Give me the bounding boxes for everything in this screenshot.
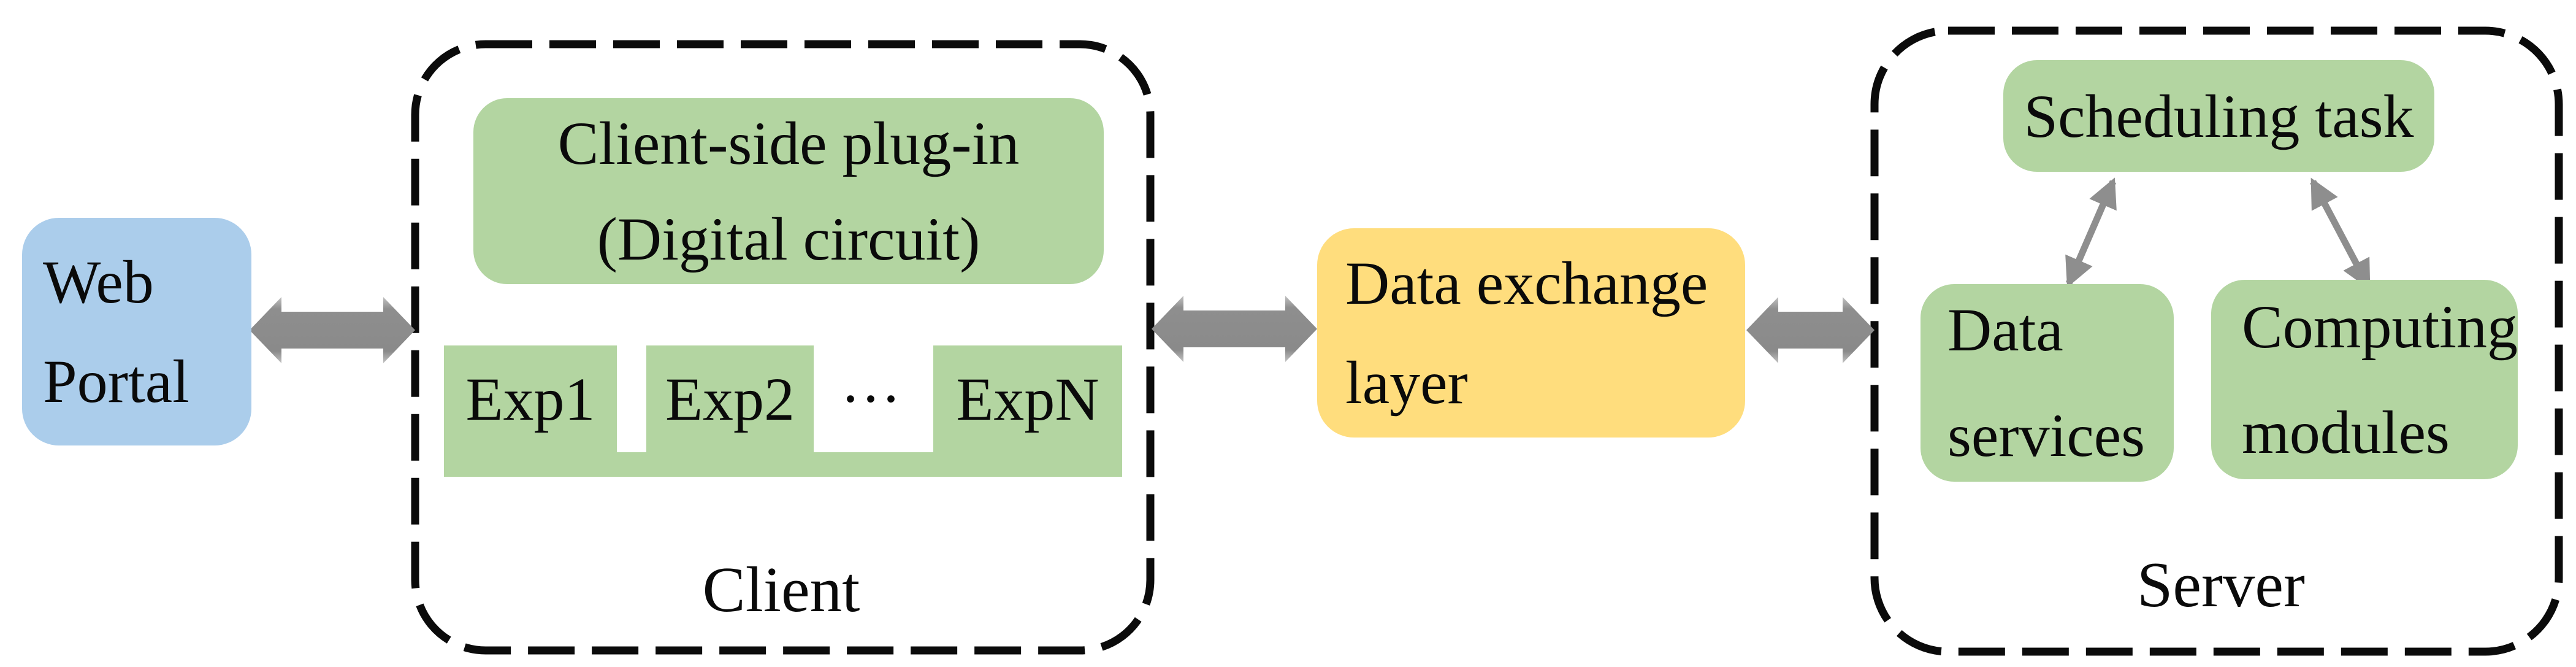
- scheduling-task-label: Scheduling task: [2024, 82, 2414, 150]
- client-plugin-box: Client-side plug-in (Digital circuit): [473, 98, 1104, 284]
- experiments-bar: [444, 452, 1122, 477]
- data-exchange-line2: layer: [1345, 348, 1468, 417]
- client-group-label: Client: [702, 553, 860, 625]
- data-exchange-box: Data exchange layer: [1317, 228, 1745, 438]
- web-portal-line2: Portal: [43, 347, 189, 415]
- expn-box: ExpN: [933, 345, 1122, 452]
- arrow-client-dataexchange: [1152, 296, 1317, 362]
- scheduling-task-box: Scheduling task: [2003, 60, 2434, 172]
- arrow-scheduling-computing: [2310, 177, 2371, 290]
- web-portal-box: Web Portal: [22, 218, 251, 445]
- client-group-border: [411, 40, 1155, 655]
- exp1-label: Exp1: [465, 364, 595, 433]
- arrow-webportal-client: [250, 297, 415, 363]
- exp2-label: Exp2: [665, 364, 795, 433]
- expn-label: ExpN: [956, 364, 1099, 433]
- web-portal-line1: Web: [43, 247, 154, 316]
- data-exchange-line1: Data exchange: [1345, 249, 1708, 317]
- exp1-box: Exp1: [444, 345, 617, 452]
- data-services-line2: services: [1947, 401, 2146, 469]
- computing-modules-line1: Computing: [2242, 292, 2518, 361]
- data-services-line1: Data: [1947, 296, 2063, 364]
- server-group-border: [1870, 26, 2563, 656]
- computing-modules-box: Computing modules: [2211, 280, 2518, 479]
- arrow-dataexchange-server: [1746, 297, 1875, 363]
- computing-modules-line2: modules: [2242, 398, 2450, 466]
- arrow-scheduling-dataservices: [2065, 177, 2117, 288]
- exp2-box: Exp2: [646, 345, 814, 452]
- client-plugin-line2: (Digital circuit): [597, 204, 980, 273]
- data-services-box: Data services: [1921, 284, 2174, 482]
- server-group-label: Server: [2136, 548, 2306, 620]
- client-plugin-line1: Client-side plug-in: [557, 109, 1020, 177]
- experiments-ellipsis: ···: [843, 374, 904, 423]
